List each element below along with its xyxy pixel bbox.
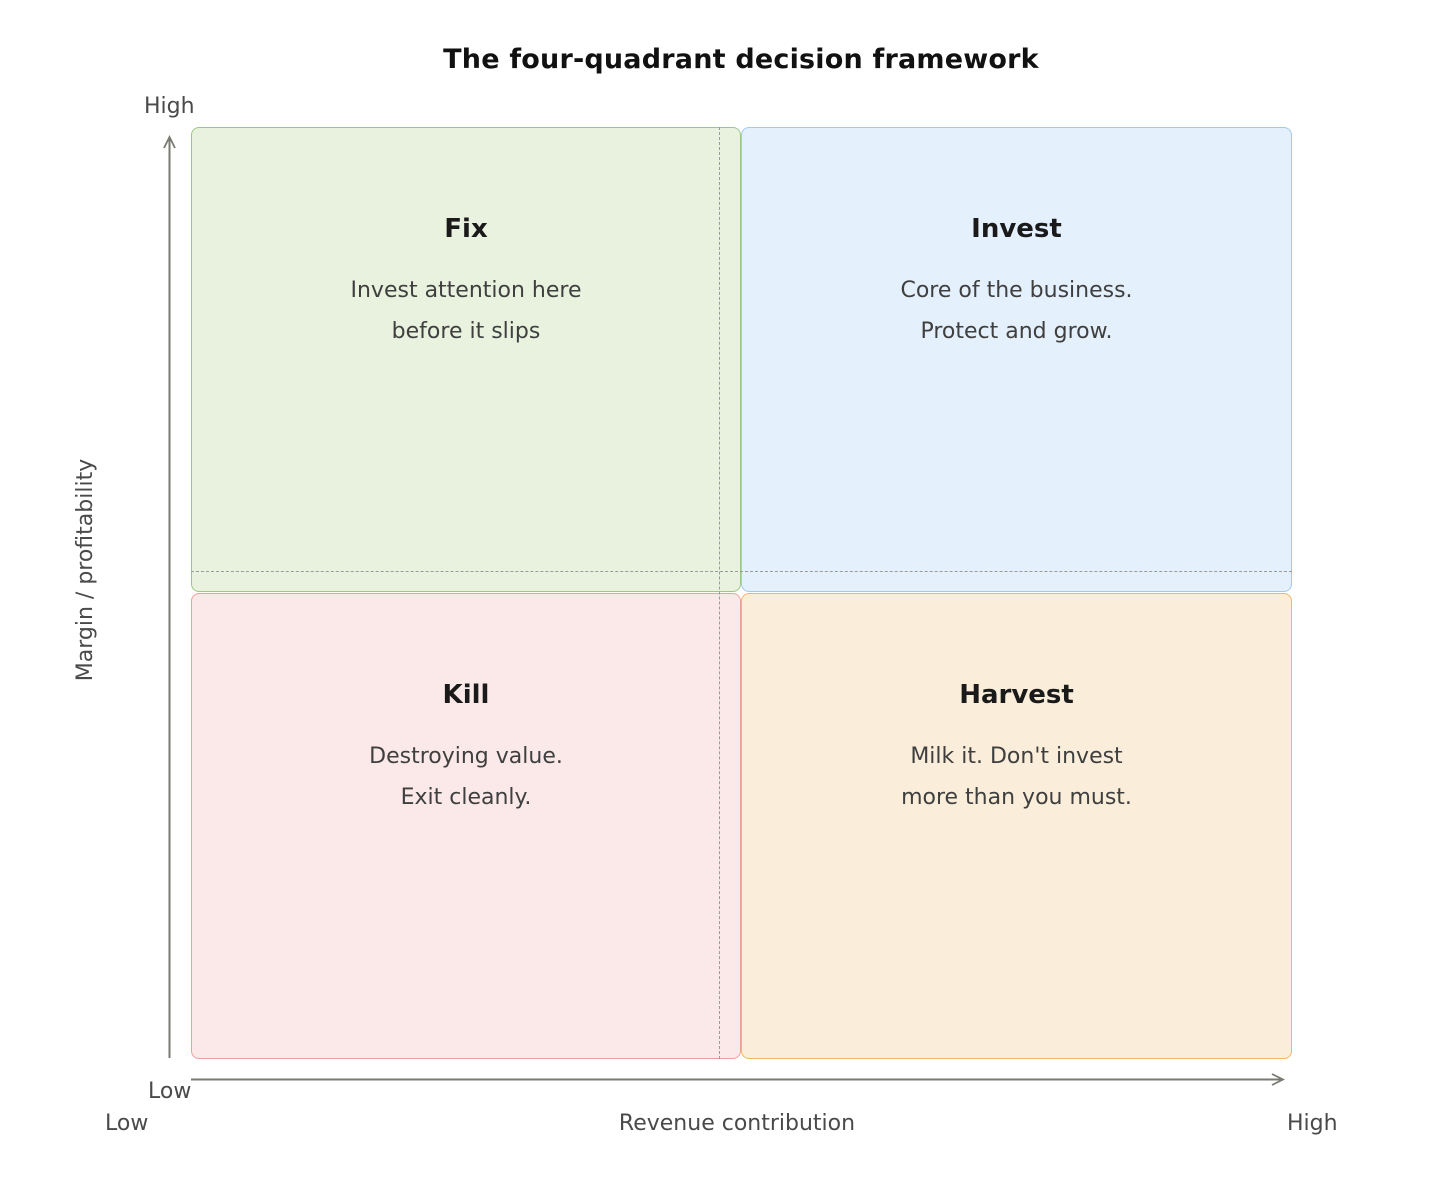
quadrant-invest: Invest Core of the business. Protect and…: [741, 127, 1292, 592]
quadrant-kill-line: Destroying value.: [369, 744, 563, 769]
vertical-midline-divider: [719, 127, 720, 1059]
x-axis-arrow: [191, 1073, 1286, 1086]
quadrant-fix-description: Invest attention here before it slips: [192, 270, 740, 352]
quadrant-harvest-line: more than you must.: [901, 785, 1132, 810]
quadrant-fix-line: Invest attention here: [350, 278, 582, 303]
quadrant-harvest: Harvest Milk it. Don't invest more than …: [741, 593, 1292, 1059]
quadrant-fix-line: before it slips: [391, 319, 541, 344]
y-axis-high-label: High: [144, 94, 195, 119]
quadrant-invest-description: Core of the business. Protect and grow.: [742, 270, 1291, 352]
quadrant-kill-description: Destroying value. Exit cleanly.: [192, 736, 740, 818]
y-axis-arrow: [163, 134, 176, 1058]
quadrant-kill-line: Exit cleanly.: [400, 785, 532, 810]
y-axis-low-label: Low: [148, 1079, 192, 1104]
x-axis-title: Revenue contribution: [618, 1111, 856, 1136]
quadrant-harvest-title: Harvest: [959, 680, 1074, 710]
y-axis-title: Margin / profitability: [73, 458, 98, 682]
quadrant-fix: Fix Invest attention here before it slip…: [191, 127, 741, 592]
quadrant-invest-line: Protect and grow.: [920, 319, 1113, 344]
quadrant-kill-title: Kill: [442, 680, 490, 710]
quadrant-invest-line: Core of the business.: [900, 278, 1133, 303]
quadrant-fix-title: Fix: [444, 214, 488, 244]
quadrant-kill: Kill Destroying value. Exit cleanly.: [191, 593, 741, 1059]
x-axis-low-label: Low: [105, 1111, 149, 1136]
horizontal-midline-divider: [191, 571, 1292, 572]
diagram-title: The four-quadrant decision framework: [443, 44, 1039, 75]
quadrant-harvest-description: Milk it. Don't invest more than you must…: [742, 736, 1291, 818]
quadrant-invest-title: Invest: [971, 214, 1062, 244]
quadrant-harvest-line: Milk it. Don't invest: [910, 744, 1123, 769]
x-axis-high-label: High: [1287, 1111, 1338, 1136]
